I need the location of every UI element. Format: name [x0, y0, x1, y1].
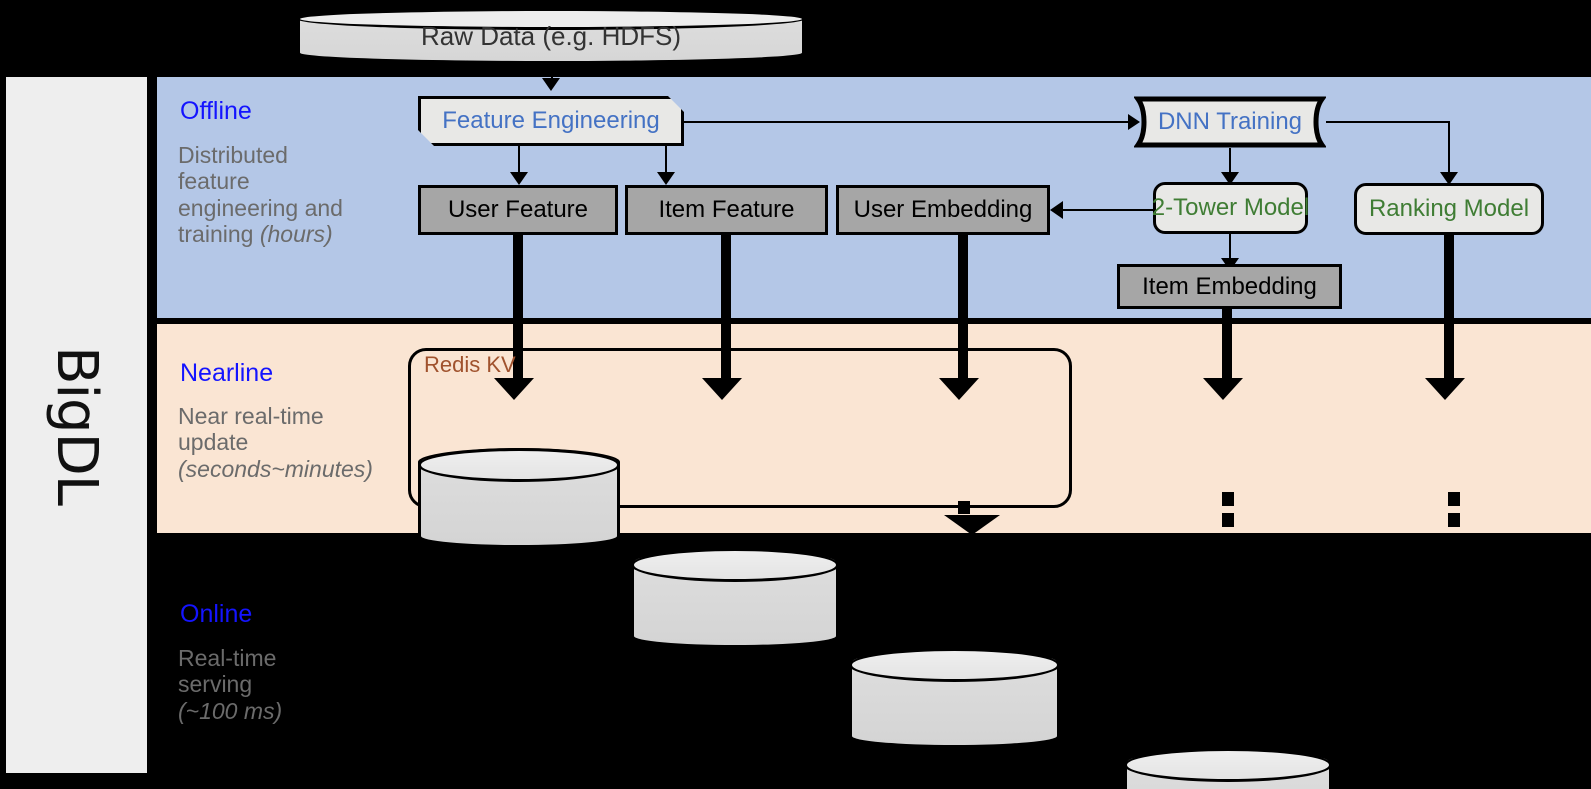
dash-rankingservice-2 [1448, 513, 1460, 527]
pipe-userfeature-store [513, 233, 523, 383]
pipe-itemfeature-store [721, 233, 731, 383]
connector-dnn-twotower [1229, 148, 1231, 174]
two-tower-model-node[interactable]: 2-Tower Model [1151, 182, 1310, 234]
arrowhead-itemembedding-vectorindex [1203, 378, 1243, 400]
connector-fe-dnn [684, 121, 1131, 123]
store-user-embedding-cylinder[interactable] [849, 648, 1060, 748]
arrowhead-rawdata-fe [542, 78, 560, 91]
nearline-title: Nearline [180, 359, 274, 387]
dash-recallservice-1 [1222, 492, 1234, 506]
connector-rawdata-fe [551, 62, 553, 80]
feature-engineering-node[interactable]: Feature Engineering [418, 96, 684, 146]
store-user-feature-cylinder[interactable] [418, 448, 620, 548]
item-embedding-node[interactable]: Item Embedding [1117, 264, 1342, 309]
bigdl-label: BigDL [44, 345, 109, 505]
dash-featureservice-1 [958, 501, 970, 514]
arrowhead-fe-dnn [1128, 114, 1140, 130]
nearline-description: Near real-time update (seconds~minutes) [178, 403, 403, 482]
ranking-model-label: Ranking Model [1368, 195, 1530, 222]
offline-desc-line-1: Distributed [178, 142, 288, 168]
online-desc-italic: (~100 ms) [178, 697, 283, 724]
offline-desc-line-4: training (hours) [178, 221, 333, 248]
arrowhead-twotower-userembedding [1050, 201, 1063, 219]
online-title: Online [180, 600, 253, 628]
dash-rankingservice-1 [1448, 492, 1460, 506]
item-feature-node[interactable]: Item Feature [625, 185, 828, 235]
online-description: Real-time serving (~100 ms) [178, 645, 378, 724]
feature-engineering-label: Feature Engineering [442, 107, 660, 134]
connector-twotower-userembedding [1063, 209, 1153, 211]
store-item-feature-cylinder[interactable] [631, 548, 839, 648]
arrowhead-dnn-ranking [1440, 172, 1458, 185]
dnn-training-node[interactable]: DNN Training [1134, 96, 1326, 148]
redis-kv-label: Redis KV [424, 352, 516, 377]
arrowhead-featureservice [944, 515, 1000, 535]
connector-dnn-ranking-h [1326, 121, 1450, 123]
ranking-model-node[interactable]: Ranking Model [1354, 183, 1544, 235]
pipe-rankingmodel-models [1444, 233, 1454, 383]
nearline-desc-line-2: update [178, 429, 249, 456]
item-embedding-label: Item Embedding [1142, 272, 1317, 300]
connector-twotower-itememb [1229, 234, 1231, 260]
arrowhead-userfeature-store [494, 378, 534, 400]
arrowhead-dnn-twotower [1221, 172, 1239, 185]
online-desc-line-2: serving [178, 671, 253, 698]
user-embedding-node[interactable]: User Embedding [836, 185, 1050, 235]
arrowhead-fe-itemfeature [657, 172, 675, 185]
offline-title: Offline [180, 97, 252, 125]
vector-index-cylinder[interactable]: Vector Index [1124, 748, 1332, 789]
bigdl-platform-rail: BigDL [6, 77, 147, 773]
user-feature-node[interactable]: User Feature [418, 185, 618, 235]
dash-recallservice-2 [1222, 513, 1234, 527]
nearline-desc-line-1: Near real-time [178, 403, 324, 429]
pipe-itemembedding-vectorindex [1222, 307, 1232, 383]
arrowhead-fe-userfeature [510, 172, 528, 185]
nearline-band-background [157, 324, 1591, 533]
redis-kv-container [408, 348, 1072, 508]
offline-desc-line-3: engineering and [178, 194, 343, 221]
online-desc-line-1: Real-time [178, 645, 277, 671]
two-tower-model-label: 2-Tower Model [1151, 194, 1310, 221]
offline-description: Distributed feature engineering and trai… [178, 142, 358, 248]
vector-index-label: Vector Index [1164, 785, 1292, 789]
connector-fe-itemfeature [665, 146, 667, 174]
pipe-userembedding-store [958, 233, 968, 383]
item-feature-label: Item Feature [658, 196, 795, 223]
arrowhead-userembedding-store [939, 378, 979, 400]
raw-data-source: Raw Data (e.g. HDFS) [297, 8, 805, 64]
connector-dnn-ranking-v [1448, 121, 1450, 173]
arrowhead-rankingmodel-models [1425, 378, 1465, 400]
connector-fe-userfeature [518, 146, 520, 174]
nearline-desc-italic: (seconds~minutes) [178, 455, 373, 482]
dnn-training-label: DNN Training [1157, 108, 1303, 135]
user-feature-label: User Feature [447, 196, 589, 223]
arrowhead-itemfeature-store [702, 378, 742, 400]
user-embedding-label: User Embedding [853, 196, 1033, 223]
raw-data-label: Raw Data (e.g. HDFS) [420, 20, 682, 51]
offline-desc-line-2: feature [178, 168, 250, 195]
